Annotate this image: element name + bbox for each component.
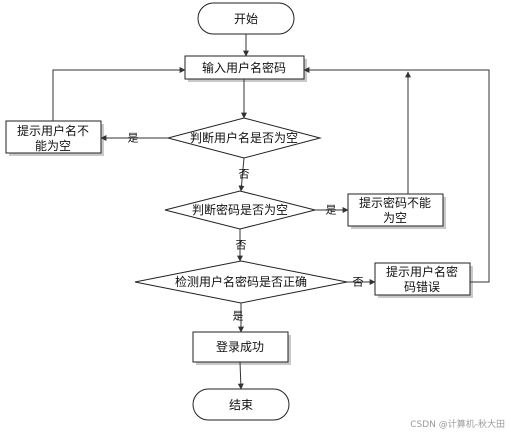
- edge-success-to-end: [237, 361, 244, 390]
- login-success-node: 登录成功: [192, 331, 291, 365]
- start-node: 开始: [197, 2, 295, 35]
- credentials-error-message-line1: 提示用户名密: [386, 264, 458, 279]
- start-label: 开始: [234, 12, 258, 26]
- check-username-label: 判断用户名是否为空: [190, 130, 298, 145]
- end-node: 结束: [192, 388, 290, 421]
- password-empty-message-line2: 为空: [383, 211, 407, 225]
- edge-error-message-back-to-input: [303, 67, 490, 283]
- password-empty-message-line1: 提示密码不能: [359, 195, 431, 210]
- username-empty-message-line2: 能为空: [35, 139, 71, 153]
- username-empty-message-node: 提示用户名不 能为空: [5, 120, 104, 156]
- check-password-label: 判断密码是否为空: [192, 202, 288, 217]
- edge-label-password-no: 否: [236, 239, 247, 252]
- edge-check-username-no: [238, 157, 245, 192]
- credentials-error-message-node: 提示用户名密 码错误: [374, 262, 473, 298]
- validate-credentials-label: 检测用户名密码是否正确: [175, 274, 307, 289]
- edge-label-validate-no: 否: [353, 276, 364, 289]
- edge-label-validate-yes: 是: [233, 310, 244, 323]
- edge-username-message-back-to-input: [52, 67, 186, 121]
- input-credentials-label: 输入用户名密码: [202, 60, 286, 75]
- edge-label-username-no: 否: [239, 168, 250, 181]
- edge-label-username-yes: 是: [128, 132, 139, 145]
- end-label: 结束: [229, 398, 253, 412]
- login-success-label: 登录成功: [216, 339, 264, 354]
- credentials-error-message-line2: 码错误: [404, 280, 440, 294]
- check-password-decision: 判断密码是否为空: [164, 190, 316, 230]
- input-credentials-node: 输入用户名密码: [184, 55, 307, 82]
- validate-credentials-decision: 检测用户名密码是否正确: [134, 260, 348, 304]
- username-empty-message-line1: 提示用户名不: [17, 123, 89, 138]
- check-username-decision: 判断用户名是否为空: [166, 117, 322, 159]
- password-empty-message-node: 提示密码不能 为空: [347, 193, 446, 229]
- watermark: CSDN @计算机-秋大田: [410, 420, 505, 430]
- edge-label-password-yes: 是: [326, 204, 337, 217]
